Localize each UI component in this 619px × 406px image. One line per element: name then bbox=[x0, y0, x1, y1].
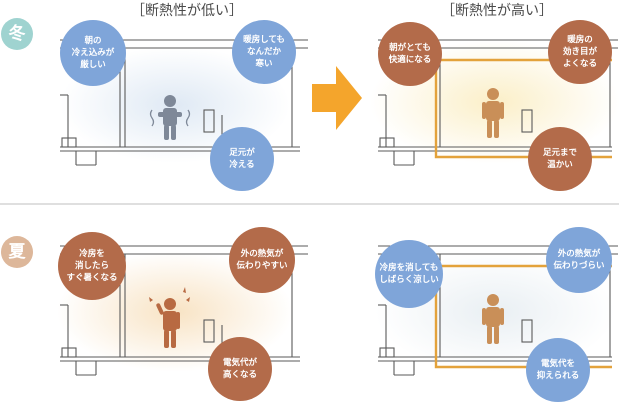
heading-low-insulation: ［断熱性が低い］ bbox=[131, 3, 243, 19]
bubble-winter-high-3: 足元まで 温かい bbox=[528, 127, 592, 191]
hot-person-icon bbox=[156, 298, 180, 348]
bubble-winter-high-1: 朝がとても 快適になる bbox=[378, 22, 442, 86]
comfortable-person-icon bbox=[482, 294, 504, 344]
bubble-summer-low-2: 外の熱気が 伝わりやすい bbox=[229, 227, 295, 293]
heading-high-insulation: ［断熱性が高い］ bbox=[441, 3, 553, 19]
bubble-summer-high-1: 冷房を消しても しばらく涼しい bbox=[375, 240, 443, 308]
right-arrow-icon bbox=[312, 66, 362, 130]
bubble-winter-low-1: 朝の 冷え込みが 厳しい bbox=[60, 20, 126, 86]
bubble-summer-high-2: 外の熱気が 伝わりづらい bbox=[546, 227, 612, 293]
comfortable-person-icon bbox=[482, 88, 504, 138]
bubble-summer-high-3: 電気代を 抑えられる bbox=[526, 338, 590, 402]
season-badge-summer: 夏 bbox=[1, 236, 33, 268]
bubble-winter-high-2: 暖房の 効き目が よくなる bbox=[548, 20, 612, 84]
shivering-person-icon bbox=[158, 95, 182, 140]
bubble-summer-low-1: 冷房を 消したら すぐ暑くなる bbox=[58, 232, 126, 300]
bubble-winter-low-2: 暖房しても なんだか 寒い bbox=[232, 20, 296, 84]
bubble-winter-low-3: 足元が 冷える bbox=[210, 127, 274, 191]
bubble-summer-low-3: 電気代が 高くなる bbox=[208, 337, 272, 401]
season-badge-winter: 冬 bbox=[1, 18, 33, 50]
